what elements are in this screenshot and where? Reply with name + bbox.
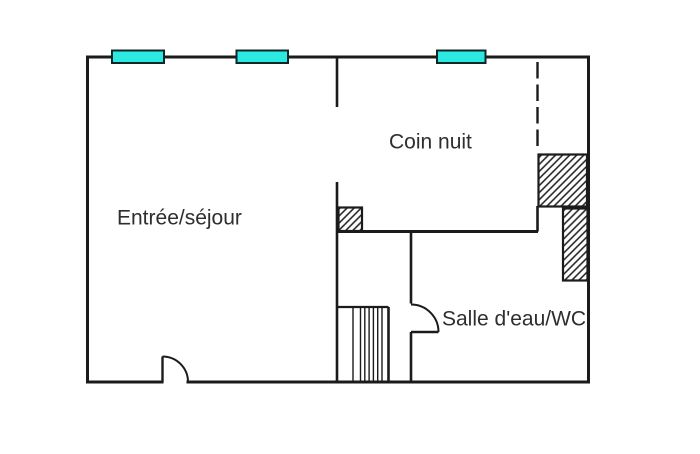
- room-label-living: Entrée/séjour: [117, 207, 242, 230]
- room-label-bathroom: Salle d'eau/WC: [442, 308, 586, 331]
- hatched-block-right-lower: [561, 207, 589, 282]
- window-center: [235, 49, 289, 64]
- hatched-block-right-upper: [537, 153, 589, 208]
- window-right: [436, 49, 487, 64]
- entrance-door-arc: [162, 355, 189, 383]
- bathroom-door-arc: [410, 303, 440, 333]
- hatched-block-small: [337, 206, 364, 233]
- room-label-sleeping: Coin nuit: [389, 131, 472, 154]
- bathroom-door: [410, 303, 440, 334]
- entrance-door: [161, 355, 189, 385]
- window-left: [111, 49, 165, 64]
- stairs-hatch: [337, 305, 390, 382]
